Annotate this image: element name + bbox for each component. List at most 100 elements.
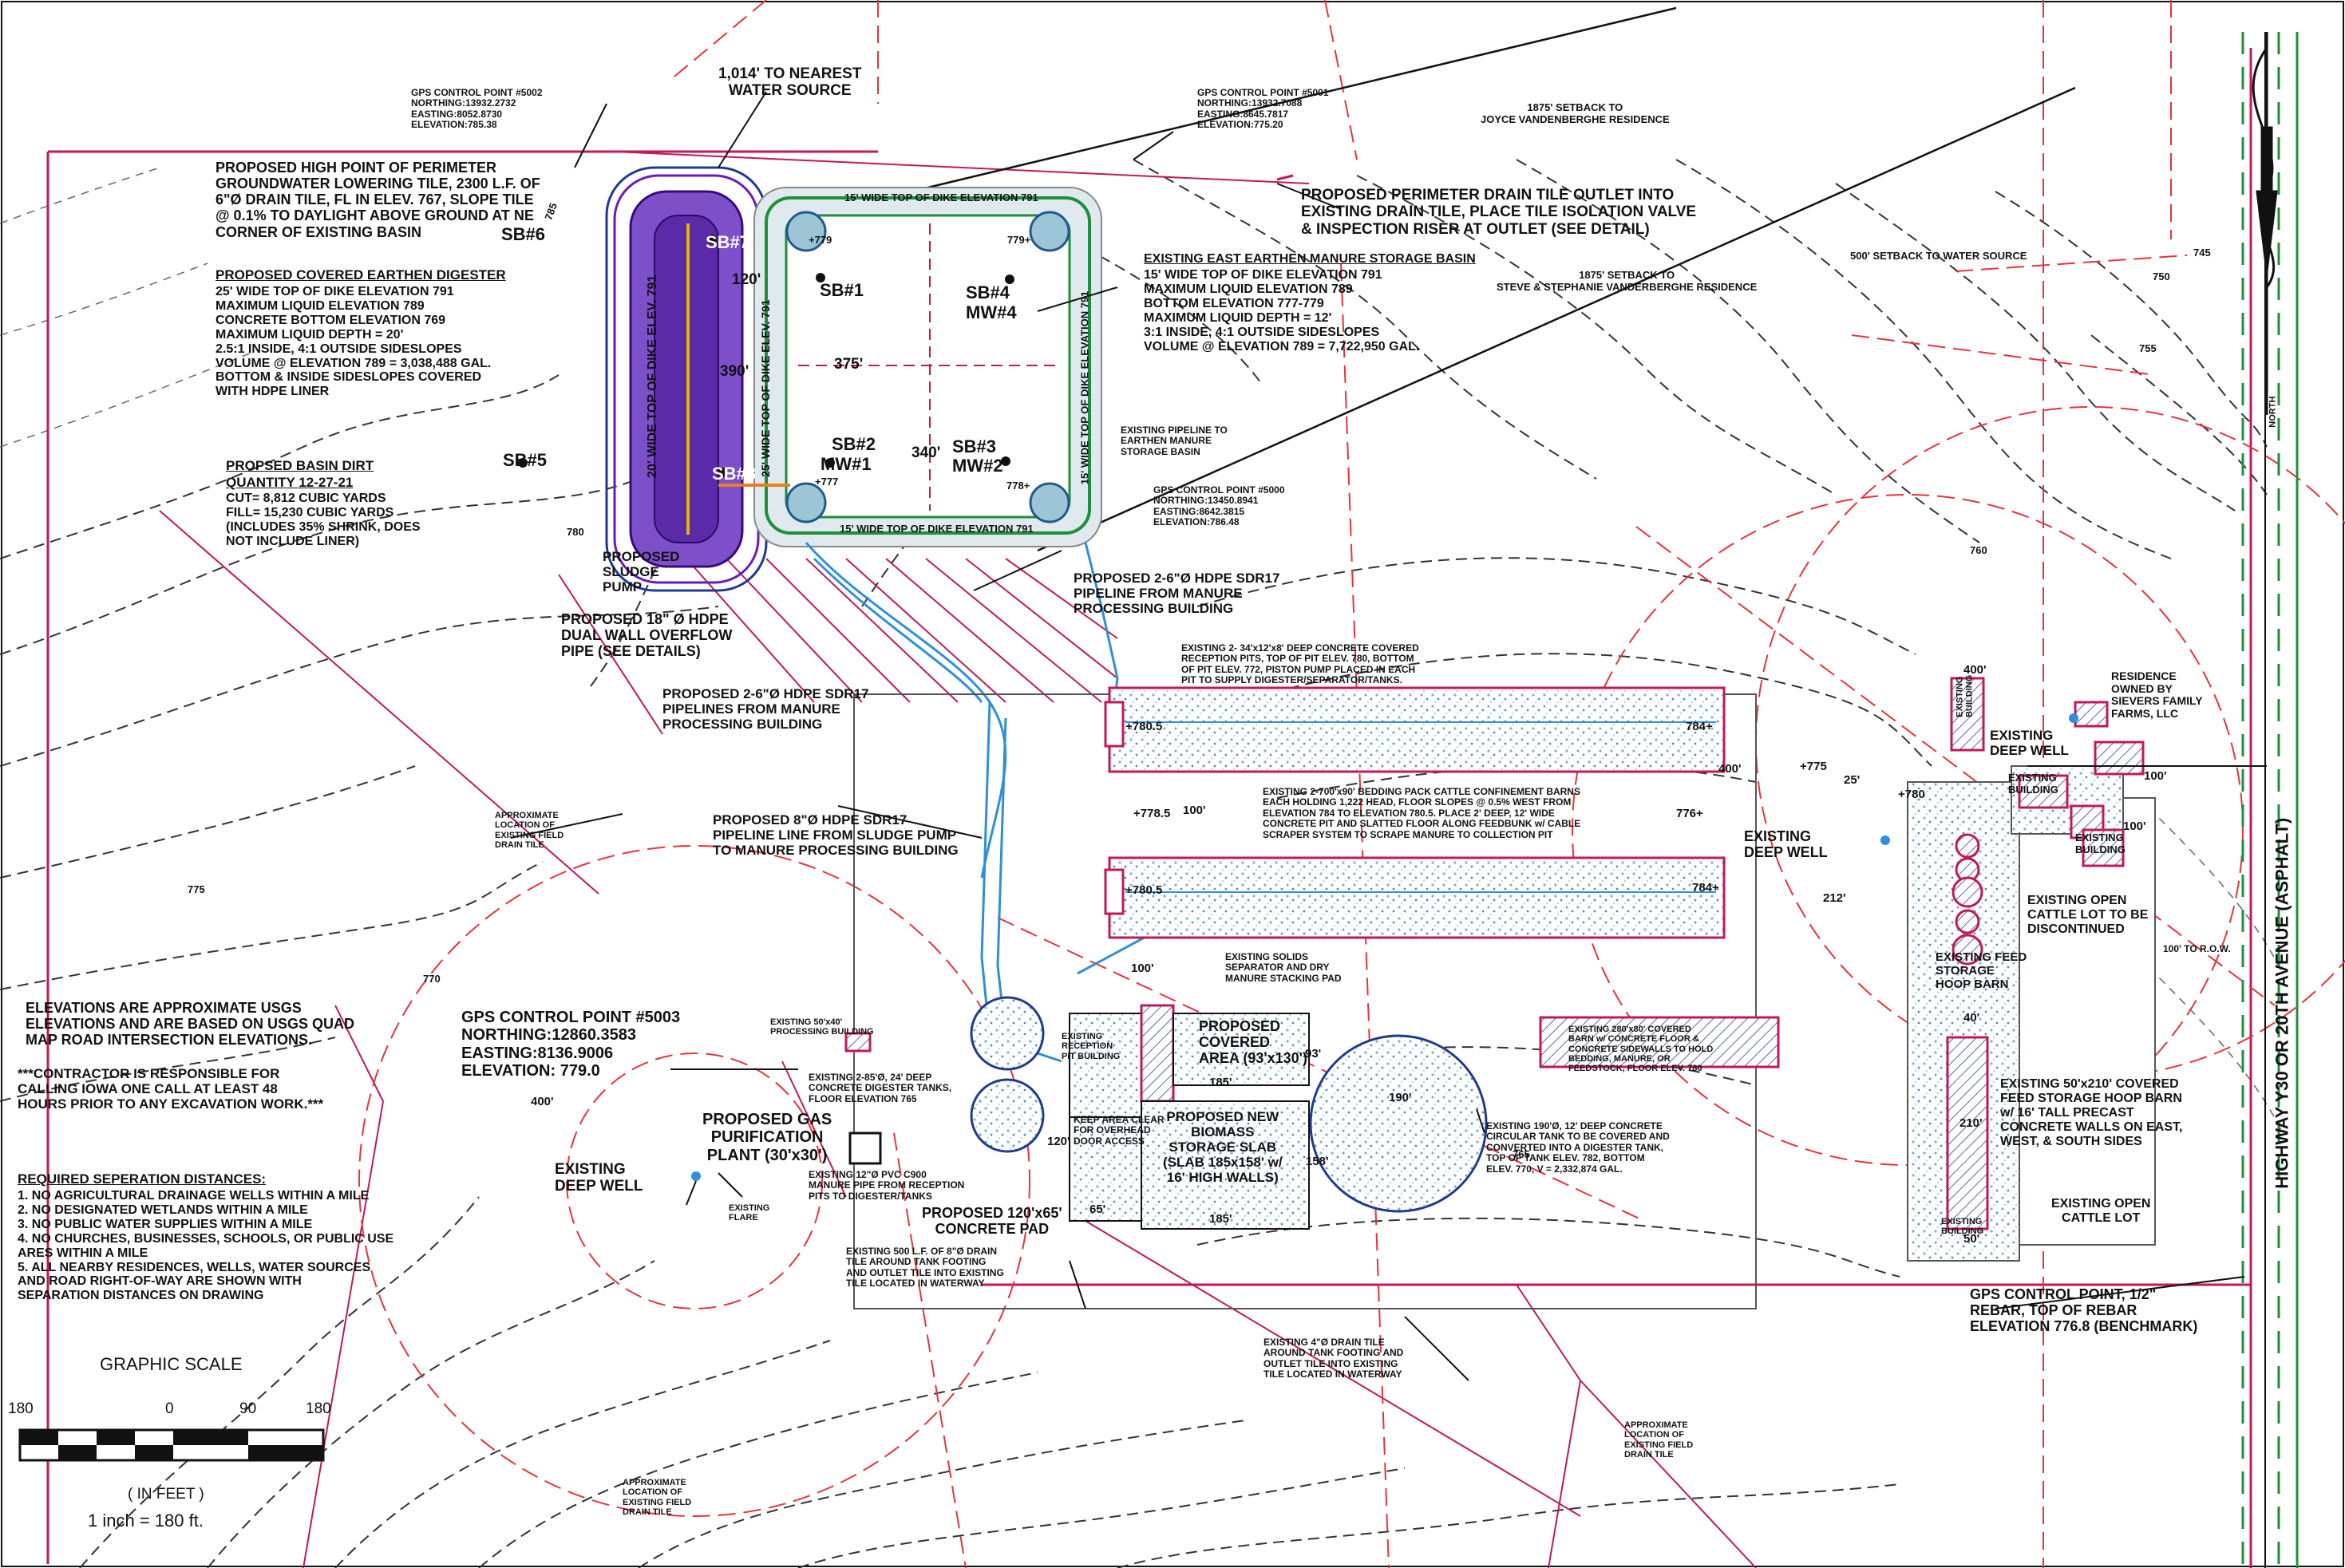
field-tile-label-1: APPROXIMATE LOCATION OF EXISTING FIELD D…	[495, 811, 564, 850]
sb5-label: SB#5	[503, 450, 548, 470]
sb1-label: SB#1	[820, 280, 864, 300]
processing-area	[691, 1004, 1310, 1230]
hoop-barn-label: EXISTING 50'x210' COVERED FEED STORAGE H…	[2000, 1077, 2183, 1148]
sb6-label: SB#6	[501, 224, 546, 244]
concrete-pad-label: PROPOSED 120'x65' CONCRETE PAD	[922, 1205, 1062, 1238]
contour-label-760: 760	[1970, 544, 1987, 556]
field-tile-label-2: APPROXIMATE LOCATION OF EXISTING FIELD D…	[623, 1478, 692, 1517]
gas-plant-label: PROPOSED GAS PURIFICATION PLANT (30'x30'…	[702, 1111, 832, 1164]
leader-lines	[510, 91, 2245, 1381]
deep-well-right-label: EXISTING DEEP WELL	[1990, 728, 2069, 759]
dim-120: 120'	[732, 271, 761, 288]
gps-5001-label: GPS CONTROL POINT #5001 NORTHING:13932.7…	[1197, 87, 1329, 131]
existing-building-c: EXISTING BUILDING	[2075, 831, 2126, 855]
drain-tile-4-label: EXISTING 4"Ø DRAIN TILE AROUND TANK FOOT…	[1263, 1337, 1404, 1380]
setback-leaders	[877, 6, 2076, 552]
dim-190: 190'	[1389, 1091, 1412, 1104]
biomass-slab-label: PROPOSED NEW BIOMASS STORAGE SLAB (SLAB …	[1163, 1109, 1283, 1186]
dim-212: 212'	[1823, 891, 1846, 905]
east-farmstead	[1880, 677, 2156, 1262]
existing-building-b: EXISTING BUILDING	[2008, 772, 2058, 796]
processing-building-label: EXISTING 50'x40' PROCESSING BUILDING	[770, 1017, 874, 1037]
row-label: 100' TO R.O.W.	[2163, 943, 2231, 954]
north-label: NORTH	[2268, 396, 2278, 428]
digester-specs: 25' WIDE TOP OF DIKE ELEVATION 791 MAXIM…	[216, 285, 492, 399]
separation-title: REQUIRED SEPERATION DISTANCES:	[18, 1171, 267, 1187]
existing-pipeline-label: EXISTING PIPELINE TO EARTHEN MANURE STOR…	[1121, 425, 1228, 457]
elev-779-b: 779+	[1007, 234, 1031, 246]
elev-778-5: +778.5	[1133, 807, 1171, 820]
elev-775: +775	[1800, 760, 1827, 773]
dim-100-a: 100'	[1183, 804, 1206, 817]
basin-dirt-title: PROPSED BASIN DIRT	[226, 458, 374, 473]
elev-779-a: +779	[809, 234, 832, 246]
scale-tick-180-right: 180	[306, 1400, 331, 1417]
dim-120-b: 120'	[1047, 1135, 1070, 1148]
high-point-tile-label: PROPOSED HIGH POINT OF PERIMETER GROUNDW…	[216, 160, 540, 240]
open-lot-label: EXISTING OPEN CATTLE LOT	[2051, 1197, 2151, 1225]
sludge-pipeline-label: PROPOSED 8"Ø HDPE SDR17 PIPELINE LINE FR…	[713, 812, 959, 859]
digester-basin	[605, 166, 768, 592]
drain-tile-500-label: EXISTING 500 L.F. OF 8"Ø DRAIN TILE AROU…	[846, 1246, 1004, 1290]
covered-barn-label: EXISTING 280'x80' COVERED BARN w/ CONCRE…	[1568, 1025, 1714, 1074]
contour-label-750: 750	[2153, 271, 2170, 282]
gps-5002-label: GPS CONTROL POINT #5002 NORTHING:13932.2…	[411, 87, 543, 131]
dim-65: 65'	[1089, 1203, 1106, 1216]
covered-area-label: PROPOSED COVERED AREA (93'x130')	[1199, 1018, 1307, 1067]
perimeter-outlet-label: PROPOSED PERIMETER DRAIN TILE OUTLET INT…	[1301, 187, 1697, 238]
dim-400-a: 400'	[1718, 762, 1742, 776]
keep-clear-label: KEEP AREA CLEAR FOR OVERHEAD DOOR ACCESS	[1074, 1114, 1165, 1147]
contour-label-770: 770	[423, 973, 441, 985]
sb7-label: SB#7	[706, 232, 750, 252]
setback-steve-label: 1875' SETBACK TO STEVE & STEPHANIE VANDE…	[1497, 269, 1758, 293]
scale-ratio: 1 inch = 180 ft.	[88, 1511, 204, 1530]
east-basin-specs: 15' WIDE TOP OF DIKE ELEVATION 791 MAXIM…	[1144, 268, 1420, 353]
confinement-barns	[1104, 686, 1726, 939]
dike-top-label: 15' WIDE TOP OF DIKE ELEVATION 791	[844, 192, 1038, 203]
dim-400-c: 400'	[531, 1095, 554, 1108]
basin-dirt-specs: CUT= 8,812 CUBIC YARDS FILL= 15,230 CUBI…	[226, 492, 421, 548]
basin-dirt-qty: QUANTITY 12-27-21	[226, 475, 354, 490]
dim-100-b: 100'	[1131, 962, 1154, 975]
dim-93: 93'	[1305, 1047, 1322, 1060]
contour-label-765: 765	[1513, 1148, 1530, 1160]
contour-label-780: 780	[567, 526, 584, 538]
flare-label: EXISTING FLARE	[729, 1203, 770, 1223]
dim-400-b: 400'	[1963, 663, 1987, 677]
scale-tick-180-left: 180	[8, 1400, 34, 1417]
gps-rebar-label: GPS CONTROL POINT, 1/2" REBAR, TOP OF RE…	[1970, 1286, 2198, 1335]
contour-label-755: 755	[2139, 342, 2157, 354]
sb3-label: SB#3	[952, 436, 997, 456]
sb8-label: SB#8	[712, 464, 757, 484]
separation-list: 1. NO AGRICULTURAL DRAINAGE WELLS WITHIN…	[18, 1189, 394, 1303]
reception-building-label: EXISTING RECEPTION PIT BUILDING	[1062, 1032, 1121, 1061]
sb2-label: SB#2	[832, 434, 876, 454]
scale-units: ( IN FEET )	[128, 1486, 204, 1503]
setback-joyce-label: 1875' SETBACK TO JOYCE VANDENBERGHE RESI…	[1481, 101, 1670, 125]
north-arrow	[2252, 32, 2278, 415]
residence-label: RESIDENCE OWNED BY SIEVERS FAMILY FARMS,…	[2111, 669, 2203, 721]
hdpe-top-label: PROPOSED 2-6"Ø HDPE SDR17 PIPELINE FROM …	[1074, 571, 1280, 617]
dim-340: 340'	[912, 444, 941, 461]
existing-building-a: EXISTING BUILDING	[1955, 674, 1975, 717]
dike-right-label: 15' WIDE TOP OF DIKE ELEVATION 791	[1078, 290, 1091, 485]
east-basin-title: EXISTING EAST EARTHEN MANURE STORAGE BAS…	[1144, 252, 1476, 266]
mw2-label: MW#2	[952, 456, 1003, 476]
dike-bottom-label: 15' WIDE TOP OF DIKE ELEVATION 791	[840, 523, 1034, 535]
dike-left-outer-label: 20' WIDE TOP OF DIKE ELEV. 791	[646, 274, 660, 478]
elev-784-b: 784+	[1692, 881, 1719, 895]
dim-390: 390'	[720, 363, 749, 380]
field-tile-label-3: APPROXIMATE LOCATION OF EXISTING FIELD D…	[1624, 1420, 1694, 1459]
deep-well-left-label: EXISTING DEEP WELL	[555, 1161, 643, 1195]
mw4-label: MW#4	[966, 302, 1017, 322]
barns-label: EXISTING 2-700'x90' BEDDING PACK CATTLE …	[1263, 786, 1581, 840]
feed-storage-label: EXISTING FEED STORAGE HOOP BARN	[1936, 950, 2027, 991]
digester-tanks	[970, 996, 1488, 1213]
elev-784-a: 784+	[1686, 720, 1713, 733]
dim-50: 50'	[1963, 1232, 1980, 1246]
circular-tank-label: EXISTING 190'Ø, 12' DEEP CONCRETE CIRCUL…	[1486, 1120, 1670, 1175]
dim-100-c: 100'	[2144, 769, 2167, 783]
scale-tick-90: 90	[239, 1400, 257, 1417]
